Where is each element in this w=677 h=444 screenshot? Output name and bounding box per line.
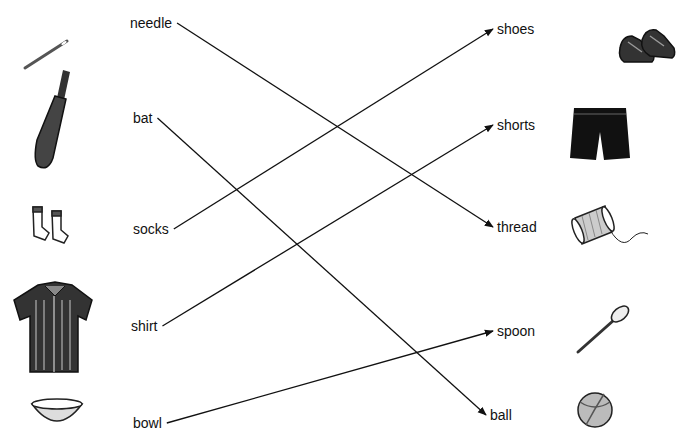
word-label: shoes [497, 21, 534, 37]
match-word: bowl [131, 413, 164, 433]
word-label: shirt [131, 318, 157, 334]
needle-picture [25, 40, 67, 68]
match-word: spoon [495, 321, 537, 341]
match-line [157, 118, 486, 415]
shorts-picture [570, 108, 630, 160]
word-label: needle [130, 15, 172, 31]
match-word: bat [131, 108, 154, 128]
shoes-picture [620, 30, 675, 62]
word-label: socks [133, 221, 169, 237]
match-line [174, 29, 493, 229]
match-word: shirt [129, 316, 159, 336]
word-label: ball [490, 407, 512, 423]
word-label: thread [497, 219, 537, 235]
match-word: shoes [495, 19, 536, 39]
spoon-picture [578, 303, 632, 352]
word-label: bat [133, 110, 152, 126]
match-word: needle [128, 13, 174, 33]
word-label: bowl [133, 415, 162, 431]
match-line [167, 331, 493, 423]
match-word: thread [495, 217, 539, 237]
match-line [177, 23, 493, 227]
word-label: shorts [497, 117, 535, 133]
bat-picture [35, 70, 70, 168]
bowl-picture [32, 399, 82, 421]
word-label: spoon [497, 323, 535, 339]
ball-picture [578, 393, 612, 427]
shirt-picture [14, 282, 92, 372]
match-line [162, 125, 493, 326]
thread-picture [569, 205, 648, 244]
match-word: socks [131, 219, 171, 239]
socks-picture [33, 207, 68, 243]
match-word: shorts [495, 115, 537, 135]
match-word: ball [488, 405, 514, 425]
